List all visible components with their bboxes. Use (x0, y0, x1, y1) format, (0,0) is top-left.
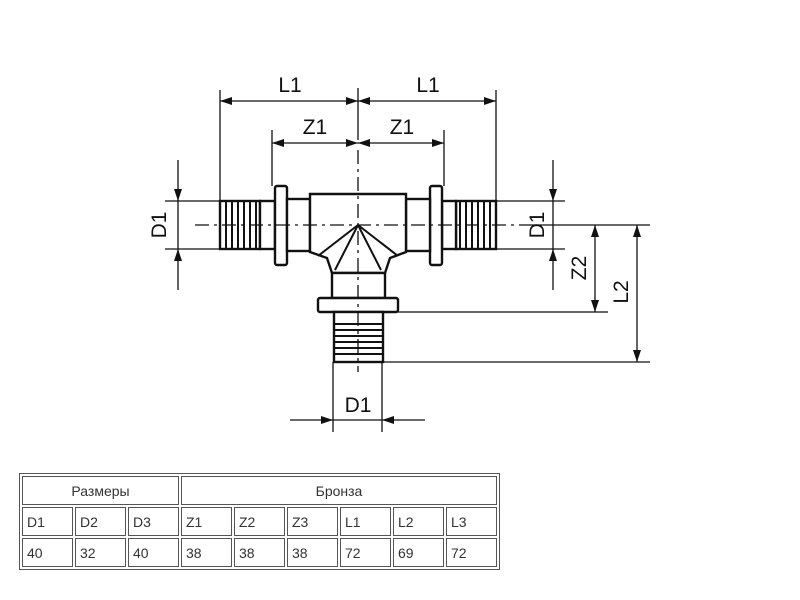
dim-label-l1-right: L1 (416, 74, 439, 97)
column-header: L1 (340, 507, 391, 536)
table-cell: 38 (181, 538, 232, 567)
column-header: D3 (128, 507, 179, 536)
dim-label-l2: L2 (610, 280, 633, 303)
column-header: D1 (22, 507, 73, 536)
table-cell: 72 (446, 538, 497, 567)
tee-fitting-drawing: L1 L1 Z1 Z1 D1 D1 Z2 L2 D1 (148, 74, 650, 432)
dim-label-l1-left: L1 (278, 74, 301, 97)
column-header: Z1 (181, 507, 232, 536)
dimensions-table: Размеры Бронза D1 D2 D3 Z1 Z2 Z3 L1 L2 L… (19, 473, 500, 570)
group-header-sizes: Размеры (22, 476, 179, 505)
table-cell: 40 (128, 538, 179, 567)
table-cell: 72 (340, 538, 391, 567)
table-header-row: Размеры Бронза (22, 476, 497, 505)
table-cell: 38 (287, 538, 338, 567)
column-header: L2 (393, 507, 444, 536)
dim-label-d1-right: D1 (526, 212, 549, 239)
dim-label-d1-bottom: D1 (345, 394, 372, 417)
table-cell: 38 (234, 538, 285, 567)
column-header: Z3 (287, 507, 338, 536)
group-header-bronze: Бронза (181, 476, 497, 505)
dim-label-z1-right: Z1 (390, 116, 415, 139)
column-header: Z2 (234, 507, 285, 536)
dim-label-d1-left: D1 (148, 212, 171, 239)
table-cell: 69 (393, 538, 444, 567)
dim-label-z1-left: Z1 (303, 116, 328, 139)
column-header: D2 (75, 507, 126, 536)
dim-label-z2: Z2 (568, 256, 591, 281)
table-row: 40 32 40 38 38 38 72 69 72 (22, 538, 497, 567)
table-cell: 40 (22, 538, 73, 567)
table-column-row: D1 D2 D3 Z1 Z2 Z3 L1 L2 L3 (22, 507, 497, 536)
column-header: L3 (446, 507, 497, 536)
dimension-lines (174, 97, 641, 424)
table-cell: 32 (75, 538, 126, 567)
tee-fitting (195, 150, 520, 372)
